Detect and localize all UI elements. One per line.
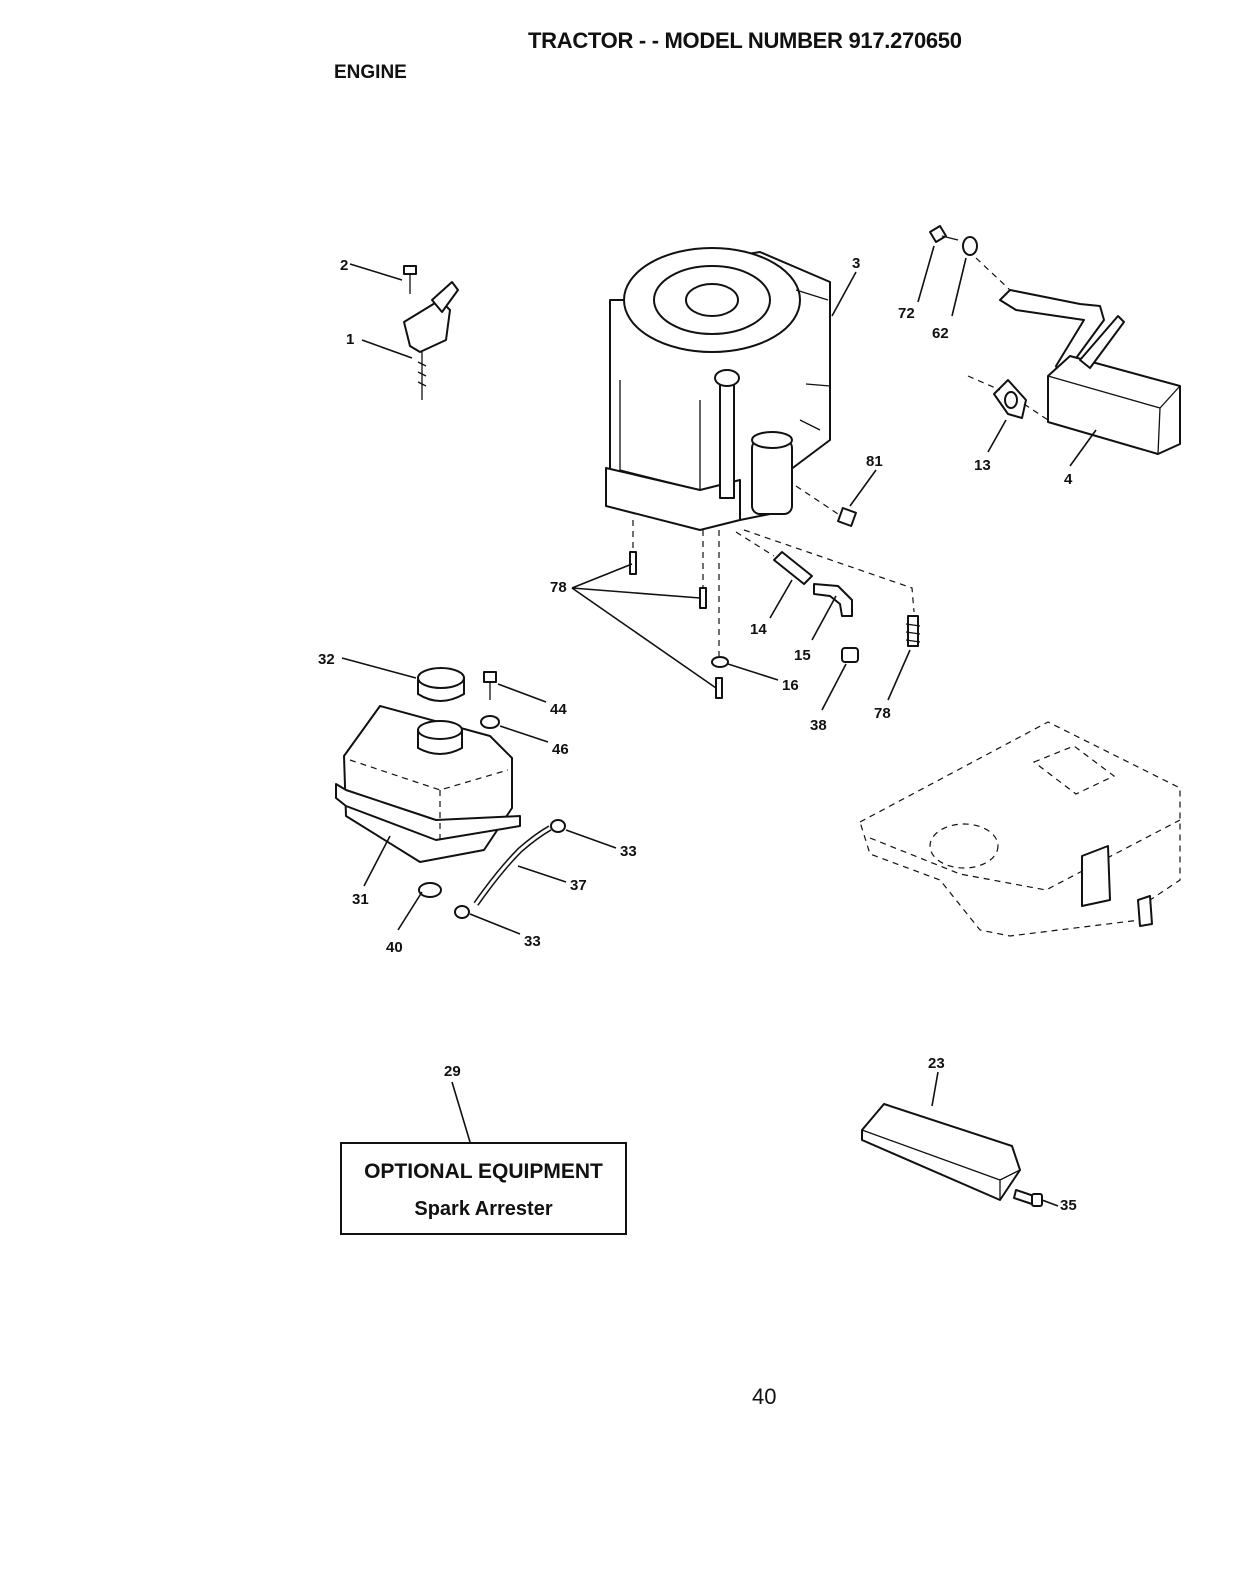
- part-38-cap: [842, 648, 858, 662]
- callout-1: 1: [346, 331, 354, 348]
- part-4-muffler: [1000, 290, 1180, 454]
- part-72-bolt: [930, 226, 958, 242]
- callout-31: 31: [352, 891, 369, 908]
- callout-23: 23: [928, 1055, 945, 1072]
- callout-13: 13: [974, 457, 991, 474]
- optional-equipment-title: OPTIONAL EQUIPMENT: [342, 1160, 625, 1184]
- callout-35: 35: [1060, 1197, 1077, 1214]
- part-31-fuel-tank: [336, 706, 520, 862]
- part-40-grommet: [419, 883, 441, 897]
- frame-reference: [860, 722, 1180, 936]
- callout-33-upper: 33: [620, 843, 637, 860]
- part-35-screw: [1014, 1190, 1042, 1206]
- part-33-clamp-upper: [551, 820, 565, 832]
- page-number: 40: [752, 1384, 776, 1410]
- spark-arrester-label: Spark Arrester: [342, 1198, 625, 1221]
- callout-81: 81: [866, 453, 883, 470]
- part-44-bolt: [484, 672, 496, 700]
- part-14-drain-hose: [774, 552, 812, 584]
- part-2-screw: [404, 266, 416, 294]
- callout-46: 46: [552, 741, 569, 758]
- callout-62: 62: [932, 325, 949, 342]
- callout-4: 4: [1064, 471, 1073, 488]
- callout-44: 44: [550, 701, 567, 718]
- part-33-clamp-lower: [455, 906, 469, 918]
- part-78-bolts: [630, 552, 920, 698]
- callout-78-left: 78: [550, 579, 567, 596]
- part-46-washer: [481, 716, 499, 728]
- callout-2: 2: [340, 257, 348, 274]
- callout-29: 29: [444, 1063, 461, 1080]
- part-62-gasket: [963, 237, 977, 255]
- callout-3: 3: [852, 255, 860, 272]
- callout-40: 40: [386, 939, 403, 956]
- part-32-fuel-cap: [418, 668, 464, 701]
- optional-equipment-box: OPTIONAL EQUIPMENT Spark Arrester: [340, 1142, 627, 1235]
- callout-32: 32: [318, 651, 335, 668]
- part-1-throttle-control: [404, 282, 458, 400]
- callout-72: 72: [898, 305, 915, 322]
- callout-33-lower: 33: [524, 933, 541, 950]
- part-81-nut: [838, 508, 856, 526]
- callout-15: 15: [794, 647, 811, 664]
- part-13-gasket: [994, 380, 1026, 418]
- callout-78-right: 78: [874, 705, 891, 722]
- callout-38: 38: [810, 717, 827, 734]
- part-23-shield: [862, 1104, 1020, 1200]
- part-16-washer: [712, 657, 728, 667]
- callout-16: 16: [782, 677, 799, 694]
- part-3-engine: [606, 248, 830, 530]
- callout-37: 37: [570, 877, 587, 894]
- callout-14: 14: [750, 621, 767, 638]
